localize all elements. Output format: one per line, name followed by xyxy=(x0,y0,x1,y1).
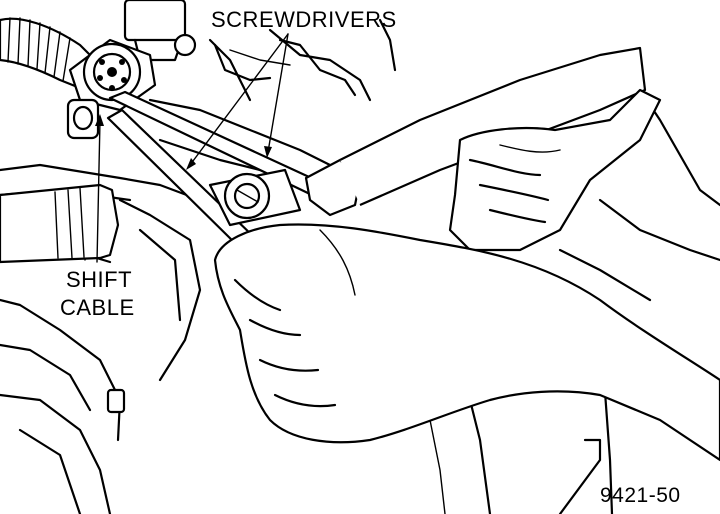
leader-lines xyxy=(95,33,289,263)
mounting-bolt xyxy=(208,168,302,227)
screwdriver-upper xyxy=(108,46,647,217)
figure-number: 9421-50 xyxy=(600,484,681,507)
callout-shift-cable-line1: SHIFT xyxy=(66,267,133,292)
lower-cylinder xyxy=(0,183,120,264)
engine-housing xyxy=(0,18,720,514)
shift-cable-end-fitting xyxy=(66,38,157,140)
callout-screwdrivers: SCREWDRIVERS xyxy=(211,7,397,32)
foreground-glove xyxy=(213,223,720,462)
callout-shift-cable-line2: CABLE xyxy=(60,295,135,320)
right-hand xyxy=(448,88,662,252)
